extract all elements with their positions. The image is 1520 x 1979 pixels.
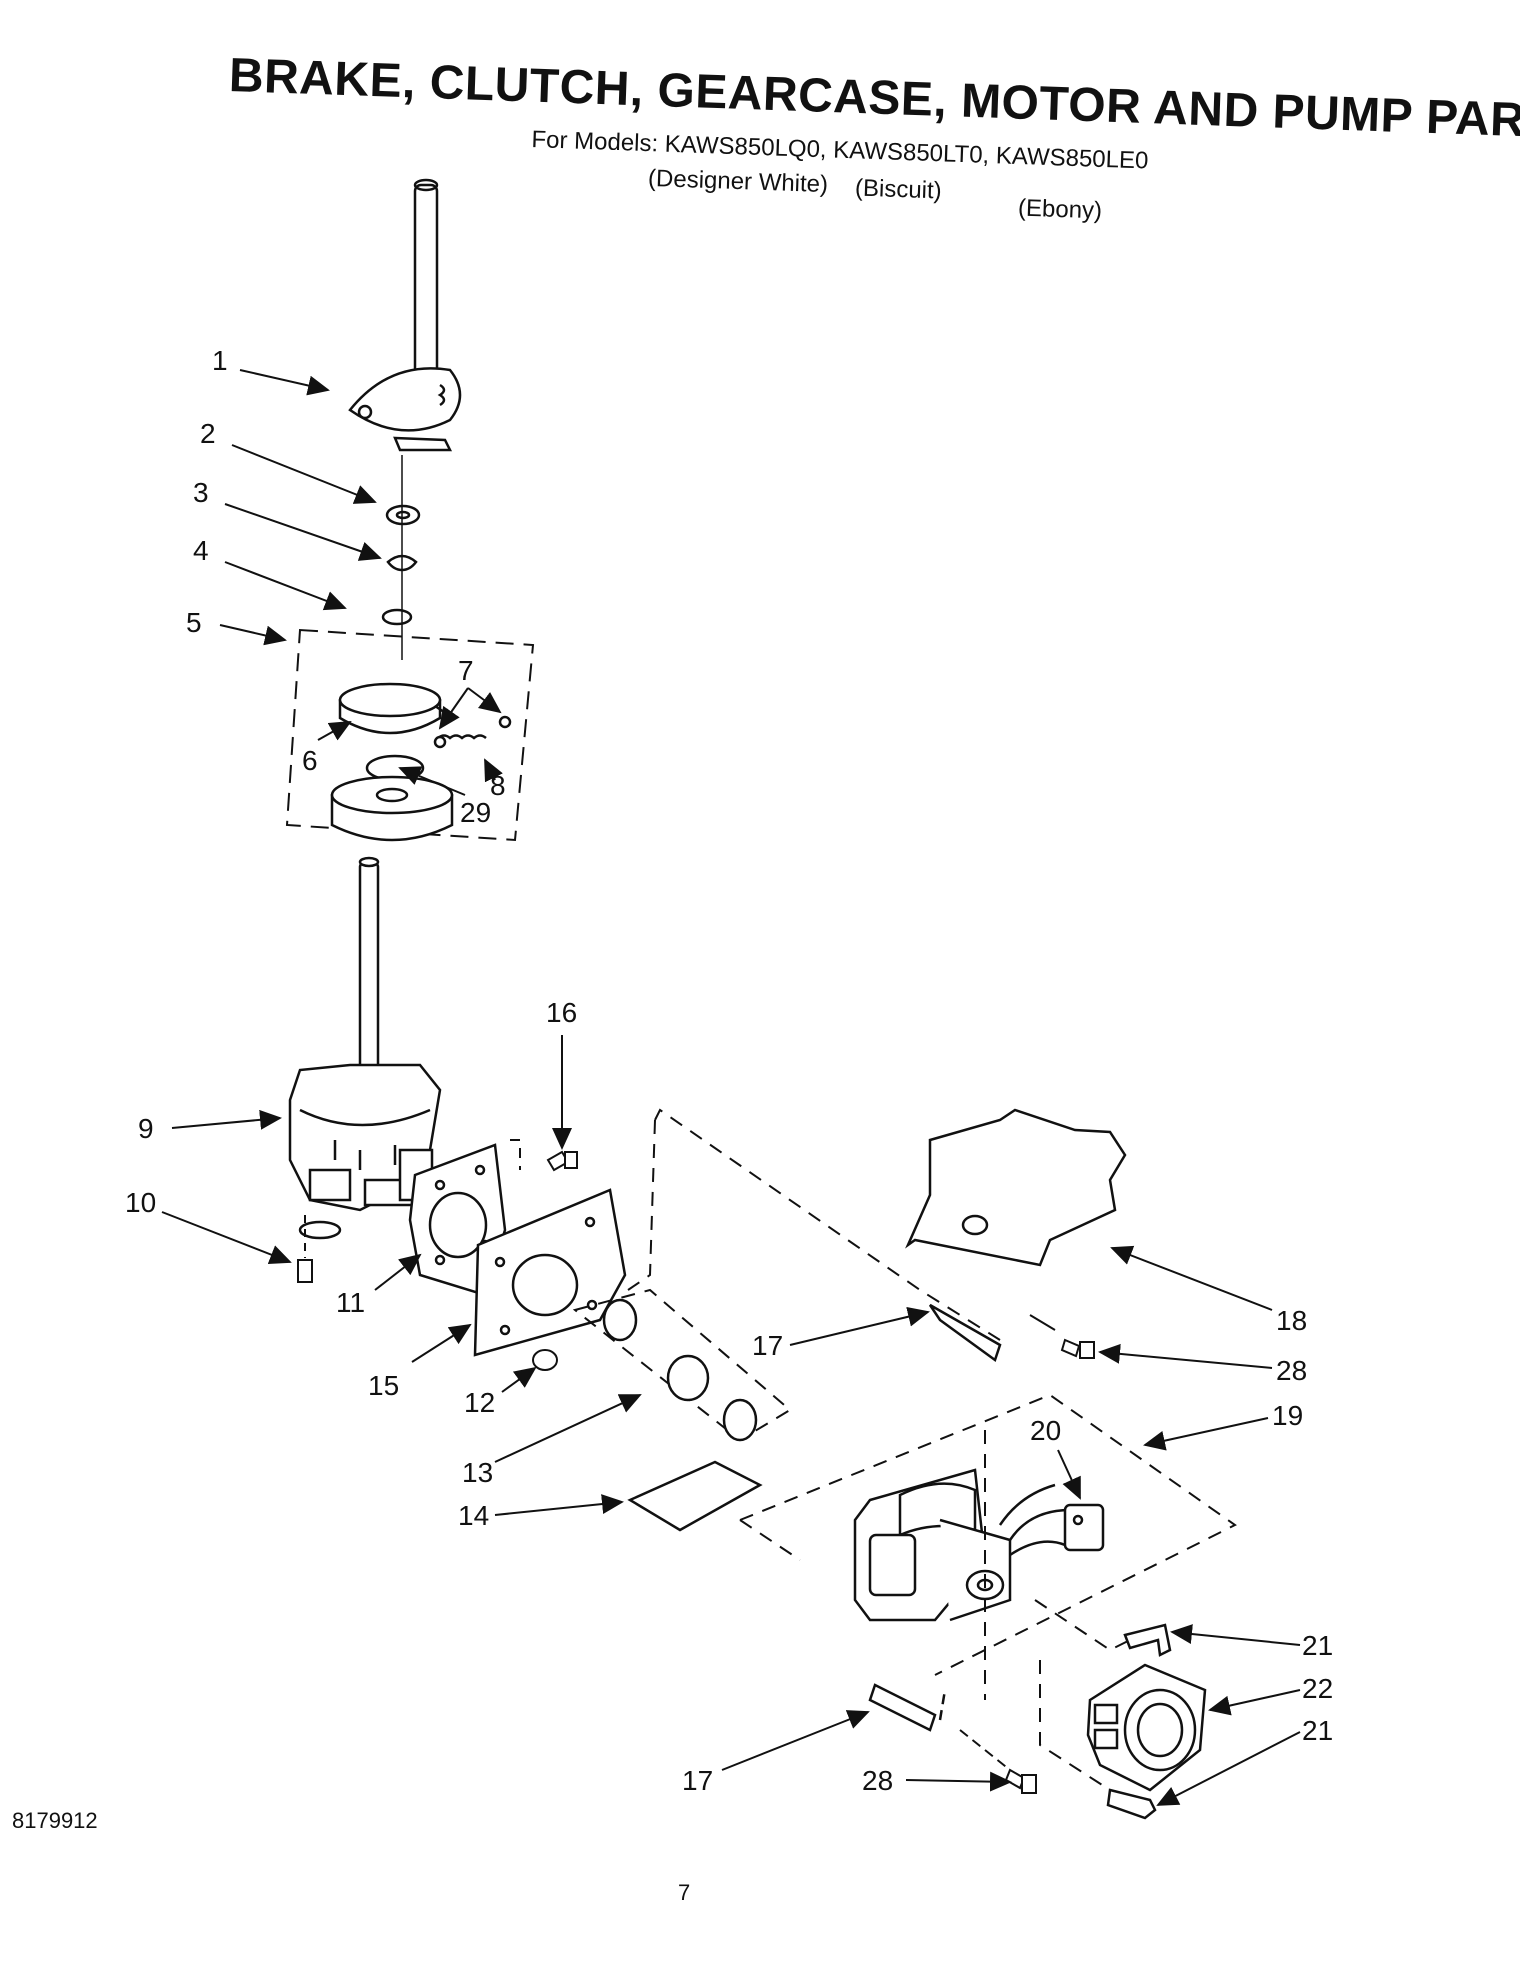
callout-1: 1	[212, 345, 228, 376]
callout-28-upper: 28	[1276, 1355, 1307, 1386]
callout-11: 11	[336, 1287, 365, 1318]
callout-17-upper: 17	[752, 1330, 783, 1361]
leader-lines	[161, 369, 1301, 1806]
brake-assembly-part	[348, 178, 462, 452]
bracket-part-21-upper	[1123, 1623, 1172, 1657]
gasket-plate-part	[473, 1188, 627, 1357]
screw-part-28-upper	[1060, 1338, 1095, 1359]
callout-21-upper: 21	[1302, 1630, 1333, 1661]
callout-14: 14	[458, 1500, 489, 1531]
clip-part-17-upper	[928, 1303, 1002, 1363]
coupling-assembly-box	[572, 1288, 792, 1442]
callout-3: 3	[193, 477, 209, 508]
motor-assembly-box	[739, 1393, 1237, 1676]
callout-9: 9	[138, 1113, 154, 1144]
callout-labels: 1 2 3 4 5 6 7 8 29 16 9 10 11 15 12 13 1…	[125, 345, 1333, 1796]
clutch-assembly-box	[285, 628, 535, 842]
callout-28-lower: 28	[862, 1765, 893, 1796]
callout-22: 22	[1302, 1673, 1333, 1704]
callout-10: 10	[125, 1187, 156, 1218]
callout-6: 6	[302, 745, 318, 776]
plate-part-14	[627, 1460, 763, 1532]
screw-part-16	[546, 1150, 578, 1172]
callout-8: 8	[490, 770, 506, 801]
screw-part-28-lower	[959, 1729, 1037, 1794]
callout-13: 13	[462, 1457, 493, 1488]
callout-29: 29	[460, 797, 491, 828]
cover-part-18	[905, 1108, 1127, 1267]
callout-18: 18	[1276, 1305, 1307, 1336]
callout-20: 20	[1030, 1415, 1061, 1446]
callout-7: 7	[458, 655, 474, 686]
callout-21-lower: 21	[1302, 1715, 1333, 1746]
callout-19: 19	[1272, 1400, 1303, 1431]
callout-2: 2	[200, 418, 216, 449]
washer-parts	[381, 504, 421, 626]
screw-part-12	[532, 1349, 558, 1371]
callout-4: 4	[193, 535, 209, 566]
screw-part-10	[297, 1215, 313, 1283]
page-number: 7	[678, 1880, 691, 1905]
callout-5: 5	[186, 607, 202, 638]
document-number: 8179912	[12, 1808, 98, 1833]
bracket-part-21-lower	[1106, 1788, 1157, 1820]
clip-part-17-lower	[868, 1683, 947, 1732]
callout-15: 15	[368, 1370, 399, 1401]
callout-17-lower: 17	[682, 1765, 713, 1796]
callout-12: 12	[464, 1387, 495, 1418]
pump-part	[1086, 1663, 1207, 1792]
motor-part	[853, 1468, 1105, 1622]
callout-16: 16	[546, 997, 577, 1028]
